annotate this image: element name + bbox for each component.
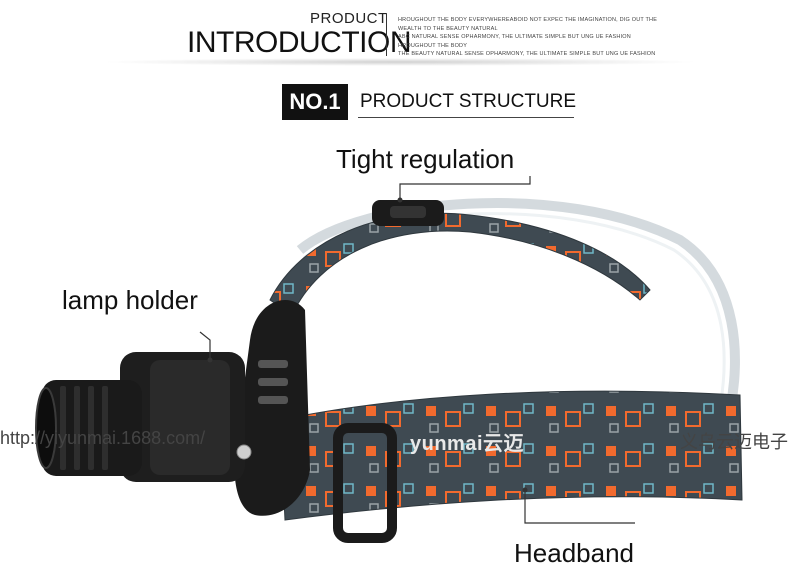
lens <box>35 387 57 469</box>
header-big-title: INTRODUCTION <box>187 26 411 59</box>
header-copy-line: HROUGHOUT THE BODY EVERYWHEREABOID NOT E… <box>398 17 658 32</box>
header-shadow <box>100 58 700 66</box>
header-copy-line: ABC NATURAL SENSE OPHARMONY, THE ULTIMAT… <box>398 34 631 49</box>
header-copy-line: THE BEAUTY NATURAL SENSE OPHARMONY, THE … <box>398 51 656 57</box>
callout-headband: Headband <box>514 538 634 568</box>
side-frame <box>234 300 310 516</box>
watermark-company: 义乌云迈电子 <box>680 432 788 452</box>
headband-leader <box>524 490 635 524</box>
header-small-title: PRODUCT <box>310 10 388 27</box>
section-number-badge: NO.1 <box>282 84 348 120</box>
watermark-url: http://yiyunmai.1688.com/ <box>0 428 206 448</box>
tight-regulation-leader <box>399 176 531 200</box>
headband-buckle <box>333 423 397 543</box>
callout-lamp-holder: lamp holder <box>62 285 198 315</box>
section-title: PRODUCT STRUCTURE <box>360 91 577 112</box>
strap-brand-logo: yunmai云迈 <box>410 433 525 455</box>
pivot-screw <box>236 444 252 460</box>
section-title-underline <box>358 117 574 118</box>
header-copy: HROUGHOUT THE BODY EVERYWHEREABOID NOT E… <box>398 16 668 59</box>
lamp-holder-leader <box>199 331 211 360</box>
header-divider <box>386 14 387 56</box>
callout-tight-regulation: Tight regulation <box>336 144 515 174</box>
